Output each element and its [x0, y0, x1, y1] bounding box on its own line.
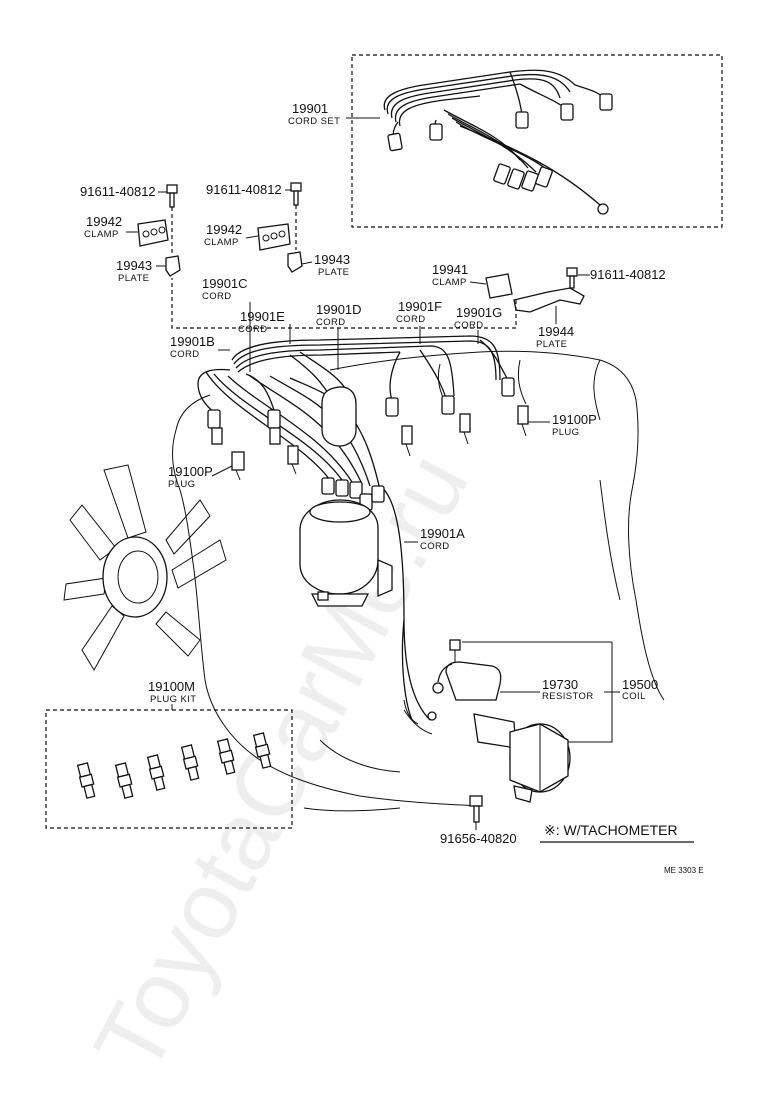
cord-b-name: CORD: [170, 349, 200, 360]
cord-c-name: CORD: [202, 291, 232, 302]
coil-name: COIL: [622, 691, 646, 702]
cord-e-number: 19901E: [240, 309, 285, 324]
plate-mid-name: PLATE: [318, 267, 349, 278]
cord-d-number: 19901D: [316, 302, 362, 317]
bolt-mid-icon: [290, 182, 302, 206]
plug-left-name: PLUG: [168, 479, 195, 490]
coil-bolt-number: 91656-40820: [440, 831, 517, 846]
plug-kit-spark-plugs: [76, 732, 272, 799]
legend-text: ※: W/TACHOMETER: [544, 822, 678, 838]
bolt-left-number: 91611-40812: [80, 184, 156, 199]
plate-right-icon: [513, 287, 585, 313]
bolt-mid-number: 91611-40812: [206, 182, 282, 197]
cord-set-name: CORD SET: [288, 116, 340, 127]
clamp-right-icon: [485, 273, 513, 299]
plate-left-number: 19943: [116, 258, 152, 273]
resistor-name: RESISTOR: [542, 691, 594, 702]
cord-f-name: CORD: [396, 314, 426, 325]
plate-mid-number: 19943: [314, 252, 350, 267]
clamp-mid-number: 19942: [206, 222, 242, 237]
plug-right-number: 19100P: [552, 412, 597, 427]
cord-set-number: 19901: [292, 101, 328, 116]
plug-kit-number: 19100M: [148, 679, 195, 694]
cord-g-name: CORD: [454, 320, 484, 331]
clamp-left-name: CLAMP: [84, 229, 119, 240]
cord-d-name: CORD: [316, 317, 346, 328]
plug-kit-box: [45, 709, 293, 829]
cord-b-number: 19901B: [170, 334, 215, 349]
clamp-mid-icon: [257, 223, 291, 251]
plate-right-number: 19944: [538, 324, 574, 339]
plug-kit-name: PLUG KIT: [150, 694, 197, 705]
cord-boots: [207, 377, 515, 511]
plug-left-number: 19100P: [168, 464, 213, 479]
distributor-illustration: [299, 386, 393, 607]
plate-right-name: PLATE: [536, 339, 567, 350]
coil-bolt-icon: [469, 795, 483, 823]
cord-g-number: 19901G: [456, 305, 502, 320]
cord-c-number: 19901C: [202, 276, 248, 291]
plate-left-name: PLATE: [118, 273, 149, 284]
footer-code: ME 3303 E: [664, 866, 704, 875]
installed-spark-plugs: [211, 405, 529, 481]
clamp-left-icon: [137, 219, 169, 247]
coil-number: 19500: [622, 677, 658, 692]
cord-f-number: 19901F: [398, 299, 442, 314]
clamp-right-number: 19941: [432, 262, 468, 277]
coil-resistor-illustration: [403, 639, 571, 803]
cord-e-name: CORD: [238, 324, 268, 335]
bolt-right-icon: [566, 267, 578, 289]
clamp-left-number: 19942: [86, 214, 122, 229]
clamp-right-name: CLAMP: [432, 277, 467, 288]
cord-a-number: 19901A: [420, 526, 465, 541]
bolt-right-number: 91611-40812: [590, 267, 666, 282]
plate-left-icon: [165, 255, 181, 277]
resistor-number: 19730: [542, 677, 578, 692]
cord-set-illustration: [351, 54, 723, 228]
cooling-fan-illustration: [63, 464, 227, 671]
cord-a-name: CORD: [420, 541, 450, 552]
engine-outline: [172, 350, 665, 812]
plate-mid-icon: [287, 251, 303, 273]
bolt-left-icon: [166, 184, 178, 208]
clamp-mid-name: CLAMP: [204, 237, 239, 248]
plug-right-name: PLUG: [552, 427, 579, 438]
